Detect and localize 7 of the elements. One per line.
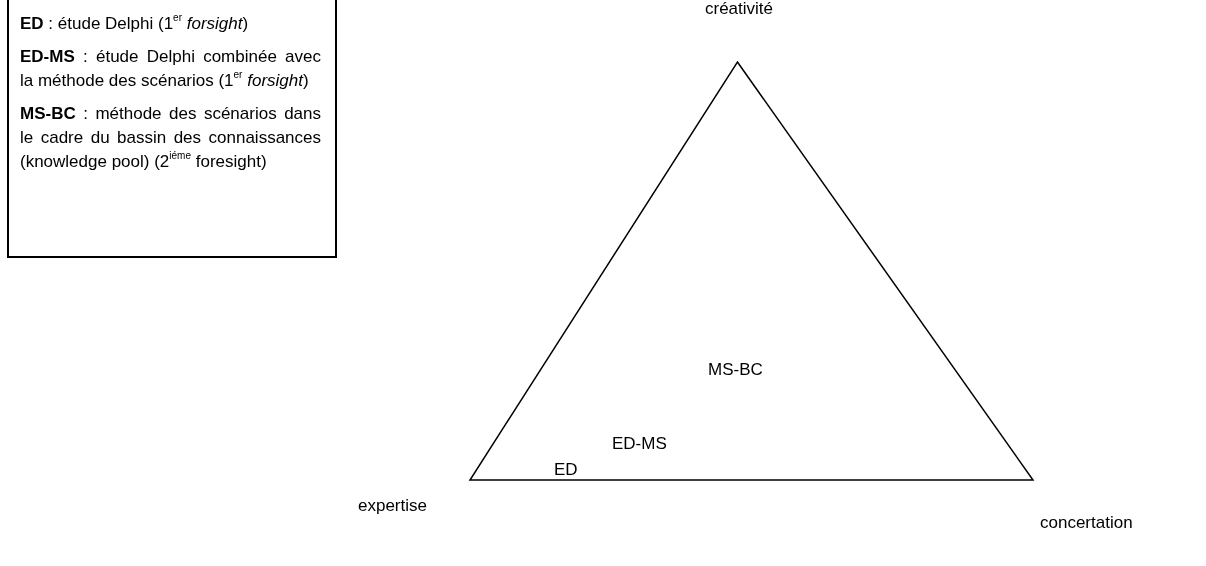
- definition-text: MS-BC : méthode des scénarios dans le cadre du bassin des connaissances (knowledge pool) (2$^{iéme}$ foresight): [20, 103, 321, 173]
- vertex-label: créativité: [705, 0, 774, 20]
- vertex-label: expertise: [358, 495, 427, 517]
- legend-box: [7, 0, 337, 258]
- definition-text: ED-MS : étude Delphi combinée avec la méthode des scénarios (1$^{er}$ forsight): [20, 46, 321, 92]
- vertex-label: concertation: [1040, 512, 1133, 534]
- definition-text: ED : étude Delphi (1$^{er}$ forsight): [20, 12, 250, 35]
